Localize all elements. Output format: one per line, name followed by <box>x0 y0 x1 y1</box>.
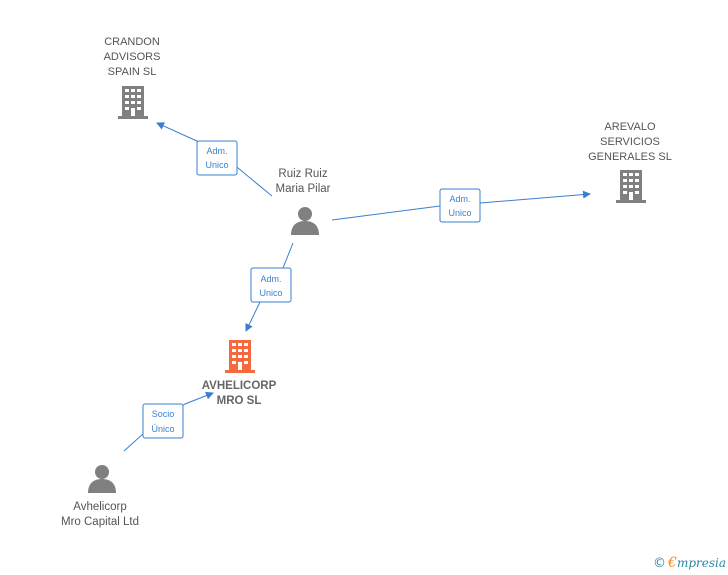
node-label-line: MRO SL <box>217 395 262 407</box>
node-label-line: SPAIN SL <box>108 66 157 78</box>
edge-ruiz-arevalo: Adm. Unico <box>331 188 591 223</box>
edge-label-line2: Unico <box>205 160 228 170</box>
edge-label-line1: Adm. <box>206 146 227 156</box>
building-icon <box>225 340 255 373</box>
node-label-line: Avhelicorp <box>73 501 127 513</box>
node-arevalo-servicios[interactable]: AREVALO SERVICIOS GENERALES SL <box>588 121 672 203</box>
edge-label-line1: Adm. <box>260 274 281 284</box>
node-label-line: AREVALO <box>604 121 656 133</box>
edge-label-line2: Unico <box>259 288 282 298</box>
building-icon <box>616 170 646 203</box>
node-crandon-advisors[interactable]: CRANDON ADVISORS SPAIN SL <box>104 36 161 119</box>
edge-capital-avhelicorp: Socio Único <box>123 391 214 452</box>
building-icon <box>118 86 148 119</box>
edge-label-line2: Único <box>151 424 174 434</box>
brand-name: mpresia <box>676 556 726 570</box>
edge-label-line1: Adm. <box>449 194 470 204</box>
node-avhelicorp-mro-capital[interactable]: Avhelicorp Mro Capital Ltd <box>61 465 139 528</box>
node-label-line: ADVISORS <box>104 51 161 63</box>
brand-e: € <box>668 555 677 571</box>
edge-label-line2: Unico <box>448 208 471 218</box>
person-icon <box>88 465 116 493</box>
node-label-line: Maria Pilar <box>276 183 331 195</box>
node-label-line: AVHELICORP <box>202 380 277 392</box>
node-label-line: Mro Capital Ltd <box>61 516 139 528</box>
person-icon <box>291 207 319 235</box>
edge-ruiz-crandon: Adm. Unico <box>156 122 273 197</box>
node-label-line: Ruiz Ruiz <box>278 168 327 180</box>
node-ruiz-ruiz-maria-pilar[interactable]: Ruiz Ruiz Maria Pilar <box>276 168 331 235</box>
node-label-line: GENERALES SL <box>588 151 672 163</box>
node-label-line: SERVICIOS <box>600 136 660 148</box>
node-avhelicorp-mro[interactable]: AVHELICORP MRO SL <box>202 340 277 407</box>
node-label-line: CRANDON <box>104 36 160 48</box>
empresia-logo: ©€mpresia <box>653 555 726 571</box>
edge-label-line1: Socio <box>152 409 175 419</box>
copyright-icon: © <box>653 556 667 571</box>
edge-ruiz-avhelicorp: Adm. Unico <box>245 242 294 332</box>
